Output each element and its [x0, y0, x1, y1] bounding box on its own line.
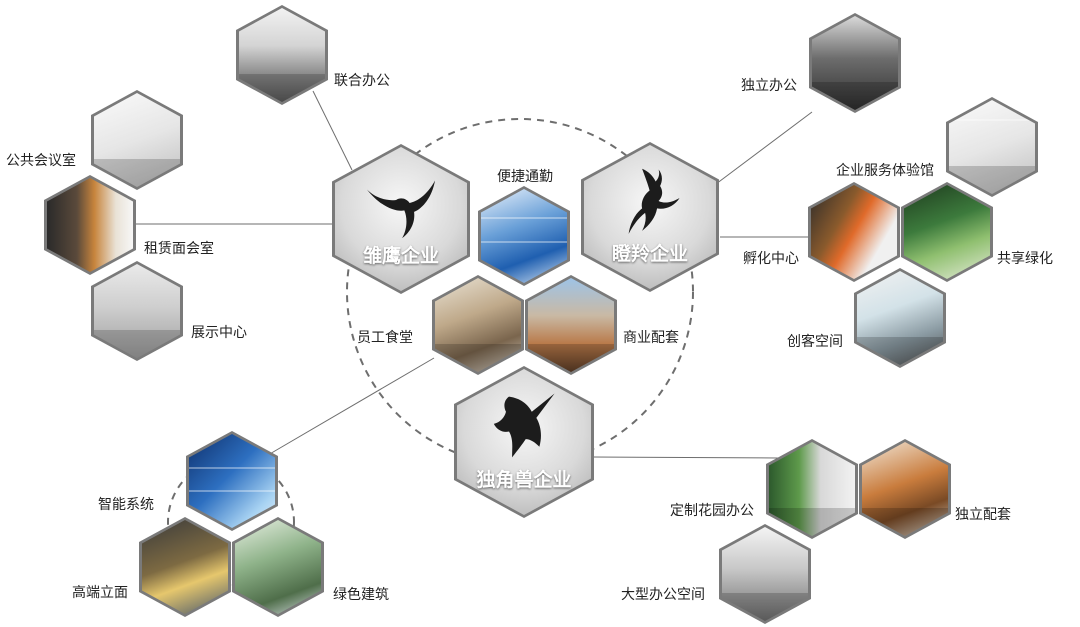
green-building-label: 绿色建筑 — [333, 587, 389, 603]
large-office-hex[interactable] — [719, 524, 811, 624]
facade-label: 高端立面 — [72, 585, 128, 601]
garden-office-label: 定制花园办公 — [670, 503, 754, 519]
eagle-core-hex[interactable]: 雏鹰企业 — [332, 144, 470, 294]
experience-label: 企业服务体验馆 — [836, 163, 934, 179]
rental-meeting-hex[interactable] — [44, 175, 136, 275]
canteen-label: 员工食堂 — [357, 330, 413, 346]
public-meeting-label: 公共会议室 — [6, 153, 76, 169]
rental-meeting-label: 租赁面会室 — [144, 241, 214, 257]
connector-cowork — [312, 90, 353, 171]
cowork-label: 联合办公 — [334, 73, 390, 89]
gazelle-core-label: 瞪羚企业 — [611, 242, 688, 265]
eagle-core-label: 雏鹰企业 — [362, 244, 439, 267]
green-building-hex[interactable] — [232, 517, 324, 617]
central-dashed-circle — [346, 118, 694, 466]
exhibition-label: 展示中心 — [191, 325, 247, 341]
indep-facility-hex[interactable] — [859, 439, 951, 539]
unicorn-core-hex[interactable]: 独角兽企业 — [454, 366, 594, 518]
incubation-label: 孵化中心 — [743, 251, 799, 267]
smart-system-label: 智能系统 — [98, 497, 154, 513]
connector-indep-office — [707, 111, 813, 191]
eagle-icon — [367, 180, 436, 239]
gazelle-icon — [629, 168, 680, 235]
unicorn-core-label: 独角兽企业 — [476, 468, 572, 491]
maker-label: 创客空间 — [787, 334, 843, 350]
connector-building — [267, 357, 435, 456]
facade-hex[interactable] — [139, 517, 231, 617]
shared-green-label: 共享绿化 — [997, 251, 1053, 267]
commute-label: 便捷通勤 — [497, 169, 553, 185]
indep-office-label: 独立办公 — [741, 78, 797, 94]
large-office-label: 大型办公空间 — [621, 587, 705, 603]
commercial-label: 商业配套 — [623, 330, 679, 346]
gazelle-core-hex[interactable]: 瞪羚企业 — [581, 142, 719, 292]
connector-unicorn-items — [591, 456, 779, 459]
building-dashed-circle — [167, 458, 295, 586]
unicorn-icon — [493, 393, 555, 458]
indep-facility-label: 独立配套 — [955, 507, 1011, 523]
